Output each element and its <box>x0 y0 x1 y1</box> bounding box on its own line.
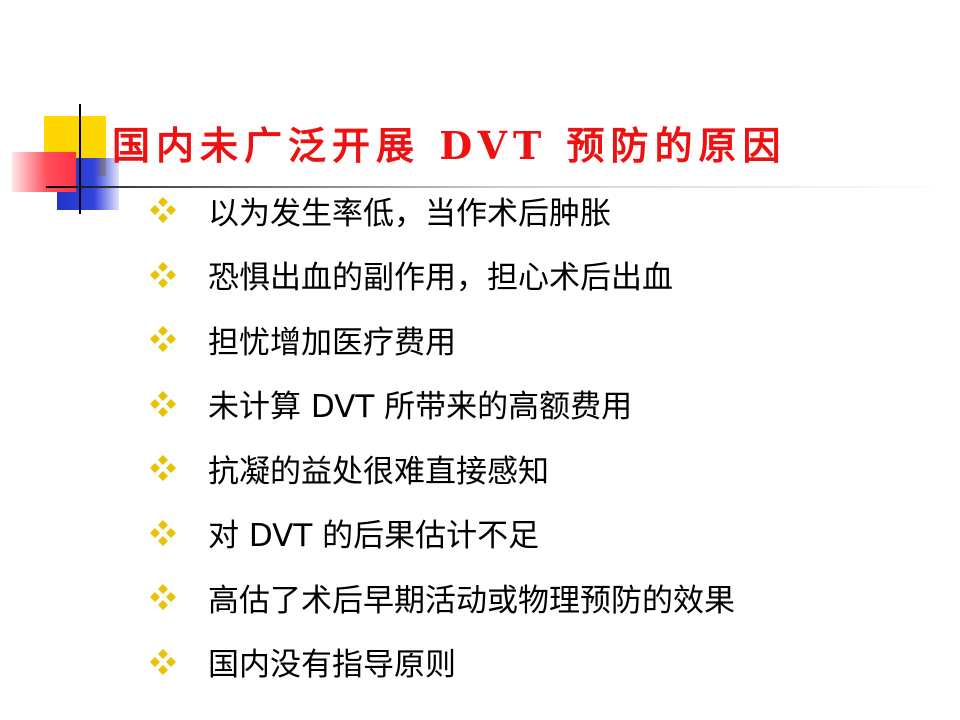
four-diamond-icon <box>150 455 176 482</box>
decor-red-bar <box>12 152 76 192</box>
bullet-item: 未计算 DVT 所带来的高额费用 <box>148 372 938 437</box>
four-diamond-icon <box>150 197 176 224</box>
bullet-item: 抗凝的益处很难直接感知 <box>148 436 938 501</box>
title-underline <box>46 186 950 188</box>
bullet-text: 恐惧出血的副作用，担心术后出血 <box>208 260 673 297</box>
four-diamond-icon <box>150 261 176 288</box>
four-diamond-icon <box>150 519 176 546</box>
bullet-list: 以为发生率低，当作术后肿胀 恐惧出血的副作用，担心术后出血 担忧增加医疗费用 未… <box>148 178 938 694</box>
bullet-item: 恐惧出血的副作用，担心术后出血 <box>148 243 938 308</box>
bullet-text: 以为发生率低，当作术后肿胀 <box>208 195 611 232</box>
bullet-text: 担忧增加医疗费用 <box>208 324 456 361</box>
bullet-item: 以为发生率低，当作术后肿胀 <box>148 178 938 243</box>
bullet-text: 抗凝的益处很难直接感知 <box>208 453 549 490</box>
slide-title: 国内未广泛开展 DVT 预防的原因 <box>112 123 787 168</box>
bullet-item: 高估了术后早期活动或物理预防的效果 <box>148 565 938 630</box>
four-diamond-icon <box>150 326 176 353</box>
bullet-item: 担忧增加医疗费用 <box>148 307 938 372</box>
four-diamond-icon <box>150 390 176 417</box>
four-diamond-icon <box>150 584 176 611</box>
decor-vertical-line <box>79 104 81 214</box>
bullet-text: 未计算 DVT 所带来的高额费用 <box>208 389 633 426</box>
bullet-text: 对 DVT 的后果估计不足 <box>208 518 540 555</box>
bullet-item: 对 DVT 的后果估计不足 <box>148 501 938 566</box>
bullet-item: 国内没有指导原则 <box>148 630 938 695</box>
bullet-text: 高估了术后早期活动或物理预防的效果 <box>208 582 735 619</box>
four-diamond-icon <box>150 648 176 675</box>
bullet-text: 国内没有指导原则 <box>208 647 456 684</box>
